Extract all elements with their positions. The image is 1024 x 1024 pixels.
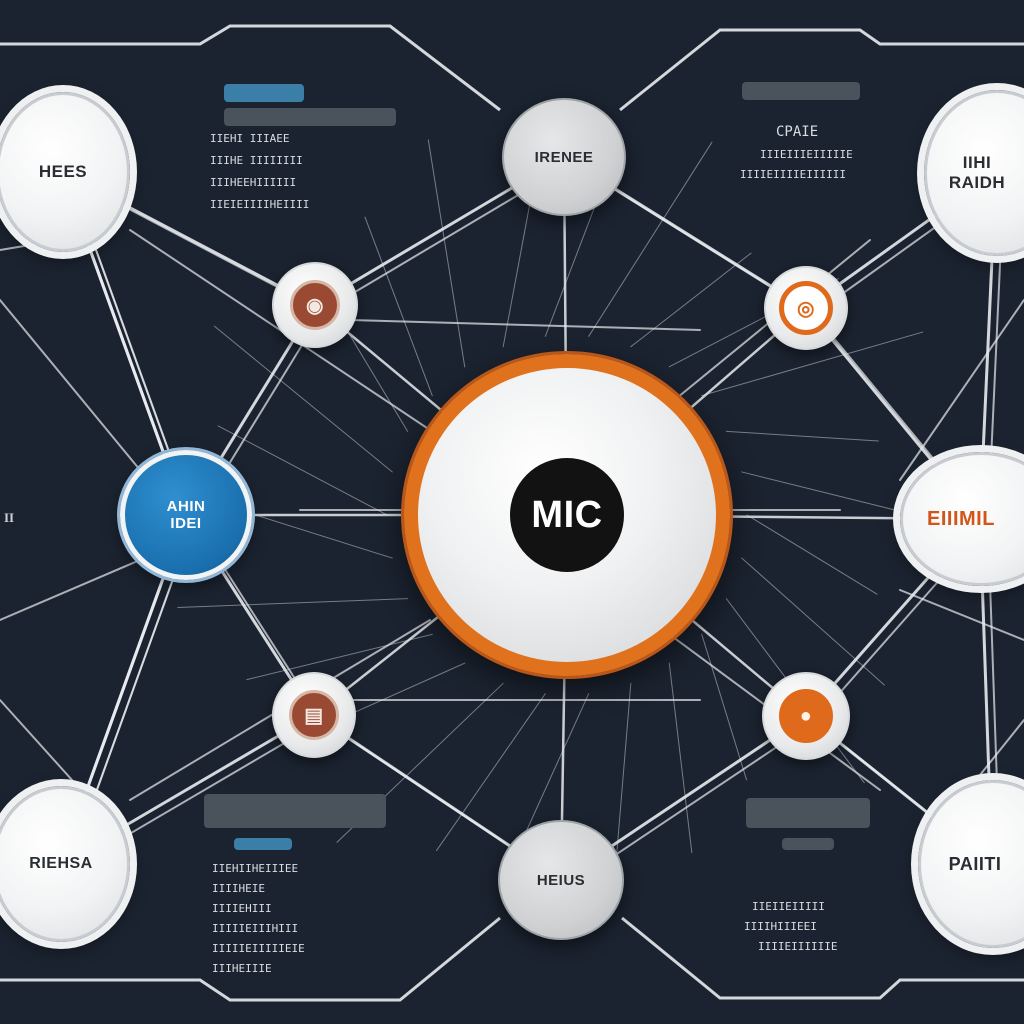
- connection-line: [701, 331, 924, 397]
- left-edge-label: II: [4, 510, 15, 525]
- connection-line: [588, 141, 713, 337]
- frame-line: [621, 916, 1024, 1000]
- connection-line: [746, 514, 878, 595]
- connection-line: [349, 319, 701, 331]
- panel-bottom-left-line: IIIHEIIIE: [212, 962, 272, 975]
- hub-upper-left[interactable]: ◉: [272, 262, 358, 348]
- connection-line: [741, 471, 928, 519]
- panel-top-left-line: IIIHEEHIIIIII: [210, 176, 297, 189]
- panel-bottom-left-header: [234, 838, 292, 850]
- connection-line: [701, 633, 748, 781]
- hub-lower-right[interactable]: ●: [762, 672, 850, 760]
- target-icon: ◎: [779, 281, 833, 335]
- center-node[interactable]: MIC: [404, 354, 730, 676]
- node-bottom-left-label: RIEHSA: [29, 855, 93, 872]
- panel-top-left-bar: [224, 108, 396, 126]
- connection-line: [741, 557, 885, 686]
- node-top-left-label: HEES: [38, 162, 88, 181]
- connection-line: [177, 598, 409, 608]
- node-mid-right-label: EIIIMIL: [927, 507, 995, 530]
- connection-line: [0, 299, 141, 471]
- panel-bottom-left-line: IIEHIIHEIIIEE: [212, 862, 299, 875]
- panel-bottom-left-bar: [204, 794, 386, 828]
- connection-line: [364, 216, 433, 397]
- center-node-label: MIC: [510, 458, 624, 572]
- connection-line: [725, 430, 879, 442]
- node-bottom-center-label: HEIUS: [536, 871, 586, 889]
- document-icon: ▤: [289, 690, 339, 740]
- node-mid-left[interactable]: AHIN IDEI: [120, 450, 252, 580]
- node-mid-left-label-1: AHIN: [166, 498, 206, 515]
- connection-line: [213, 325, 393, 473]
- node-bottom-right-label: PAIITI: [948, 853, 1002, 874]
- panel-bottom-right-line: IIIIHIIIEEI: [744, 920, 817, 933]
- node-top-left[interactable]: HEES: [0, 92, 130, 252]
- panel-bottom-left-line: IIIIEHIII: [212, 902, 272, 915]
- panel-bottom-left-line: IIIIIEIIIIIEIE: [212, 942, 305, 955]
- panel-bottom-right-line: IIIIEIIIIIIE: [758, 940, 838, 953]
- node-bottom-left[interactable]: RIEHSA: [0, 786, 130, 942]
- node-bottom-center[interactable]: HEIUS: [498, 820, 624, 940]
- connection-line: [649, 239, 871, 421]
- panel-bottom-right-bar-small: [782, 838, 834, 850]
- panel-top-right-line: IIIIEIIIIEIIIIII: [740, 168, 846, 181]
- panel-top-right-bar: [742, 82, 860, 100]
- node-mid-right[interactable]: EIIIMIL: [900, 452, 1024, 586]
- panel-top-right-line: IIIEIIIEIIIIIE: [760, 148, 853, 161]
- frame-line: [0, 24, 501, 112]
- hub-lower-left[interactable]: ▤: [272, 672, 356, 758]
- panel-top-left-line: IIEIEIIIIHEIIII: [210, 198, 310, 211]
- connection-line: [246, 511, 393, 559]
- connection-line: [668, 662, 693, 854]
- connection-line: [502, 196, 532, 348]
- node-top-right-label-1: IIHI: [962, 153, 992, 172]
- node-mid-left-label-2: IDEI: [170, 515, 202, 532]
- node-top-center-label: IRENEE: [534, 148, 594, 166]
- panel-top-right-title: CPAIE: [776, 124, 819, 140]
- panel-top-left-line: IIEHI IIIAEE: [210, 132, 290, 145]
- node-top-center[interactable]: IRENEE: [502, 98, 626, 216]
- panel-bottom-right-line: IIEIIEIIIII: [752, 900, 825, 913]
- frame-line: [0, 916, 501, 1002]
- connection-line: [436, 693, 546, 852]
- fingerprint-icon: ◉: [290, 280, 340, 330]
- panel-top-left-line: IIIHE IIIIIIII: [210, 154, 303, 167]
- connection-line: [427, 139, 466, 368]
- connection-line: [899, 299, 1024, 481]
- connection-line: [525, 693, 590, 833]
- frame-line: [619, 28, 1024, 112]
- panel-top-left-header: [224, 84, 304, 102]
- panel-bottom-left-line: IIIIIEIIIHIII: [212, 922, 299, 935]
- hub-upper-right[interactable]: ◎: [764, 266, 848, 350]
- panel-bottom-left-line: IIIIHEIE: [212, 882, 265, 895]
- connection-line: [630, 252, 752, 348]
- connection-line: [0, 559, 141, 621]
- panel-bottom-right-bar: [746, 798, 870, 828]
- connection-line: [217, 425, 388, 516]
- connection-line: [899, 589, 1024, 641]
- node-top-right-label-2: RAIDH: [948, 173, 1006, 192]
- connection-line: [0, 699, 91, 801]
- record-icon: ●: [779, 689, 833, 743]
- connection-line: [246, 633, 433, 681]
